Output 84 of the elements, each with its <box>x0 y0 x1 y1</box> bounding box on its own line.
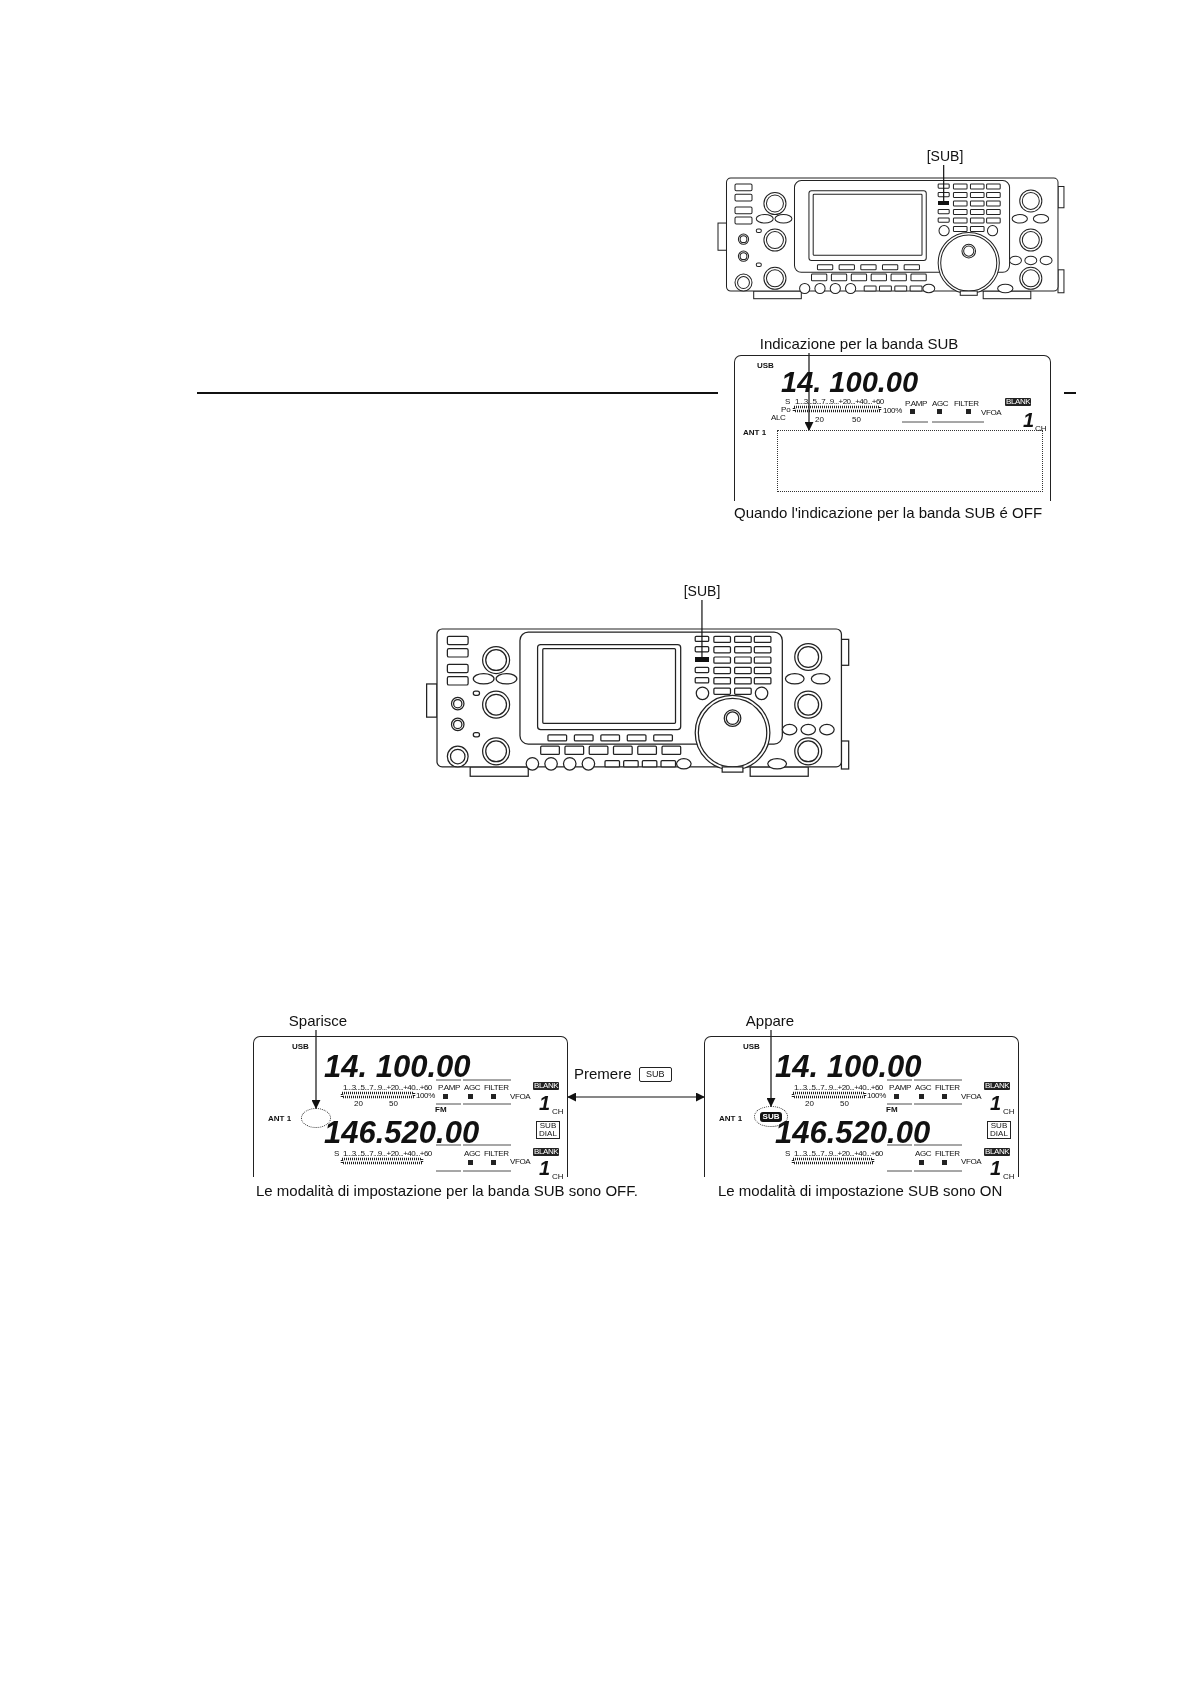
meter-scale: 50 <box>840 1100 849 1108</box>
blank-indicator: BLANK <box>533 1082 560 1090</box>
indicator-label: FILTER <box>935 1150 960 1158</box>
sub-button <box>695 657 709 663</box>
meter-scale: 100% <box>883 407 902 415</box>
sub-button <box>938 200 950 206</box>
meter-scale: 100% <box>867 1092 886 1100</box>
indicator-label: FILTER <box>954 400 979 408</box>
callout-text: Indicazione per la banda SUB <box>748 335 970 353</box>
description-text: Le modalità di impostazione per la banda SUB sono OFF. <box>256 1183 638 1200</box>
indicator-label: FILTER <box>935 1084 960 1092</box>
vfo-label: VFOA <box>510 1158 531 1166</box>
arrow <box>567 1092 705 1102</box>
callout-text: [SUB] <box>922 148 968 165</box>
mode-label: USB <box>292 1043 309 1051</box>
indicator-label: AGC <box>932 400 949 408</box>
mode-label: FM <box>435 1106 447 1114</box>
meter-label: ALC <box>771 414 786 422</box>
channel-label: CH <box>1003 1108 1015 1116</box>
mode-label: USB <box>743 1043 760 1051</box>
meter-scale: 100% <box>416 1092 435 1100</box>
dotted-box <box>777 430 1043 492</box>
indicator-label: AGC <box>464 1084 481 1092</box>
blank-indicator: BLANK <box>1005 398 1032 406</box>
indicator-label: P.AMP <box>905 400 927 408</box>
meter-scale: 50 <box>852 416 861 424</box>
callout-text: Sparisce <box>282 1012 354 1030</box>
meter-scale: 1...3...5...7...9...+20...+40...+60 <box>794 1084 883 1092</box>
channel-number: 1 <box>1023 410 1035 430</box>
arrow <box>311 1029 321 1109</box>
channel-label: CH <box>552 1108 564 1116</box>
channel-label: CH <box>1003 1173 1015 1181</box>
vfo-label: VFOA <box>510 1093 531 1101</box>
indicator-label: AGC <box>464 1150 481 1158</box>
frequency-readout: 146.520.00 <box>324 1117 480 1148</box>
description-text: Quando l'indicazione per la banda SUB é OFF <box>734 505 1043 522</box>
sub-dial-indicator: SUB DIAL <box>987 1121 1011 1139</box>
meter-scale: 1...3...5...7...9...+20...+40...+60 <box>794 1150 883 1158</box>
vfo-label: VFOA <box>981 409 1002 417</box>
callout-text: [SUB] <box>679 583 725 600</box>
indicator-label: P.AMP <box>889 1084 911 1092</box>
indicator-label: AGC <box>915 1084 932 1092</box>
leader-line <box>701 599 703 658</box>
callout-text: Appare <box>737 1012 803 1030</box>
leader-line <box>943 164 945 202</box>
frequency-readout: 14. 100.00 <box>775 1051 922 1082</box>
description-text: Le modalità di impostazione SUB sono ON <box>718 1183 1003 1200</box>
meter-scale: 1...3...5...7...9...+20...+40...+60 <box>343 1150 432 1158</box>
meter-scale: 20 <box>805 1100 814 1108</box>
blank-indicator: BLANK <box>533 1148 560 1156</box>
meter-label: S <box>785 1150 791 1158</box>
sub-indicator: SUB <box>759 1111 783 1122</box>
lcd-panel <box>734 355 1051 501</box>
sub-key: SUB <box>639 1067 672 1082</box>
channel-number: 1 <box>539 1093 551 1113</box>
antenna-label: ANT 1 <box>719 1115 743 1123</box>
meter-scale: 50 <box>389 1100 398 1108</box>
meter-label: Po <box>781 406 791 414</box>
blank-indicator: BLANK <box>984 1148 1011 1156</box>
indicator-label: P.AMP <box>438 1084 460 1092</box>
channel-label: CH <box>552 1173 564 1181</box>
vfo-label: VFOA <box>961 1093 982 1101</box>
sub-dial-indicator: SUB DIAL <box>536 1121 560 1139</box>
lcd-panel <box>253 1036 568 1177</box>
meter-label: S <box>334 1150 340 1158</box>
meter-label: S <box>785 398 791 406</box>
indicator-label: FILTER <box>484 1150 509 1158</box>
mode-label: FM <box>886 1106 898 1114</box>
frequency-readout: 14. 100.00 <box>324 1051 471 1082</box>
vfo-label: VFOA <box>961 1158 982 1166</box>
indicator-label: AGC <box>915 1150 932 1158</box>
arrow <box>766 1029 776 1107</box>
mode-label: USB <box>757 362 774 370</box>
lcd-panel <box>704 1036 1019 1177</box>
antenna-label: ANT 1 <box>268 1115 292 1123</box>
meter-scale: 1...3...5...7...9...+20...+40...+60 <box>343 1084 432 1092</box>
meter-scale: 20 <box>354 1100 363 1108</box>
antenna-label: ANT 1 <box>743 429 767 437</box>
blank-indicator: BLANK <box>984 1082 1011 1090</box>
indicator-label: FILTER <box>484 1084 509 1092</box>
channel-number: 1 <box>990 1158 1002 1178</box>
meter-scale: 20 <box>815 416 824 424</box>
channel-number: 1 <box>990 1093 1002 1113</box>
channel-number: 1 <box>539 1158 551 1178</box>
